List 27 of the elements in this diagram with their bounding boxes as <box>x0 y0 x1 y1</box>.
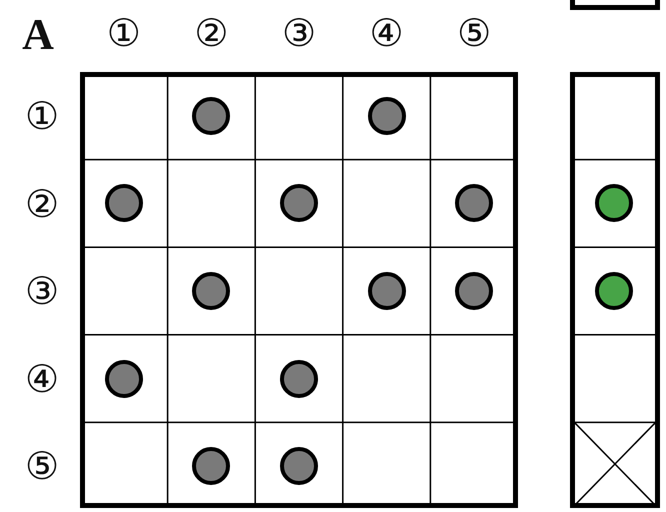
dot-marker <box>104 184 143 222</box>
dot-marker <box>280 447 318 486</box>
row-number: ② <box>24 184 60 224</box>
side-column <box>570 72 660 508</box>
row-number: ④ <box>24 358 60 399</box>
row-number: ⑤ <box>24 446 60 486</box>
dot-marker <box>368 272 406 310</box>
row-number: ③ <box>24 271 60 312</box>
dot-marker <box>455 272 494 310</box>
dot-marker <box>594 272 633 310</box>
grid-board <box>80 72 518 508</box>
panel-letter: A <box>21 15 55 55</box>
dot-marker <box>368 96 406 135</box>
column-number: ⑤ <box>456 13 492 53</box>
dot-marker <box>455 184 494 222</box>
dot-marker <box>192 272 230 310</box>
column-number: ② <box>193 13 230 53</box>
column-number: ① <box>106 13 142 53</box>
dot-marker <box>104 360 143 398</box>
dot-marker <box>594 184 633 222</box>
dot-marker <box>192 96 230 135</box>
column-number: ④ <box>368 13 405 53</box>
dot-marker <box>280 360 318 398</box>
row-number: ① <box>24 96 60 136</box>
dot-marker <box>192 447 230 486</box>
column-number: ③ <box>280 13 318 53</box>
dot-marker <box>280 184 318 222</box>
